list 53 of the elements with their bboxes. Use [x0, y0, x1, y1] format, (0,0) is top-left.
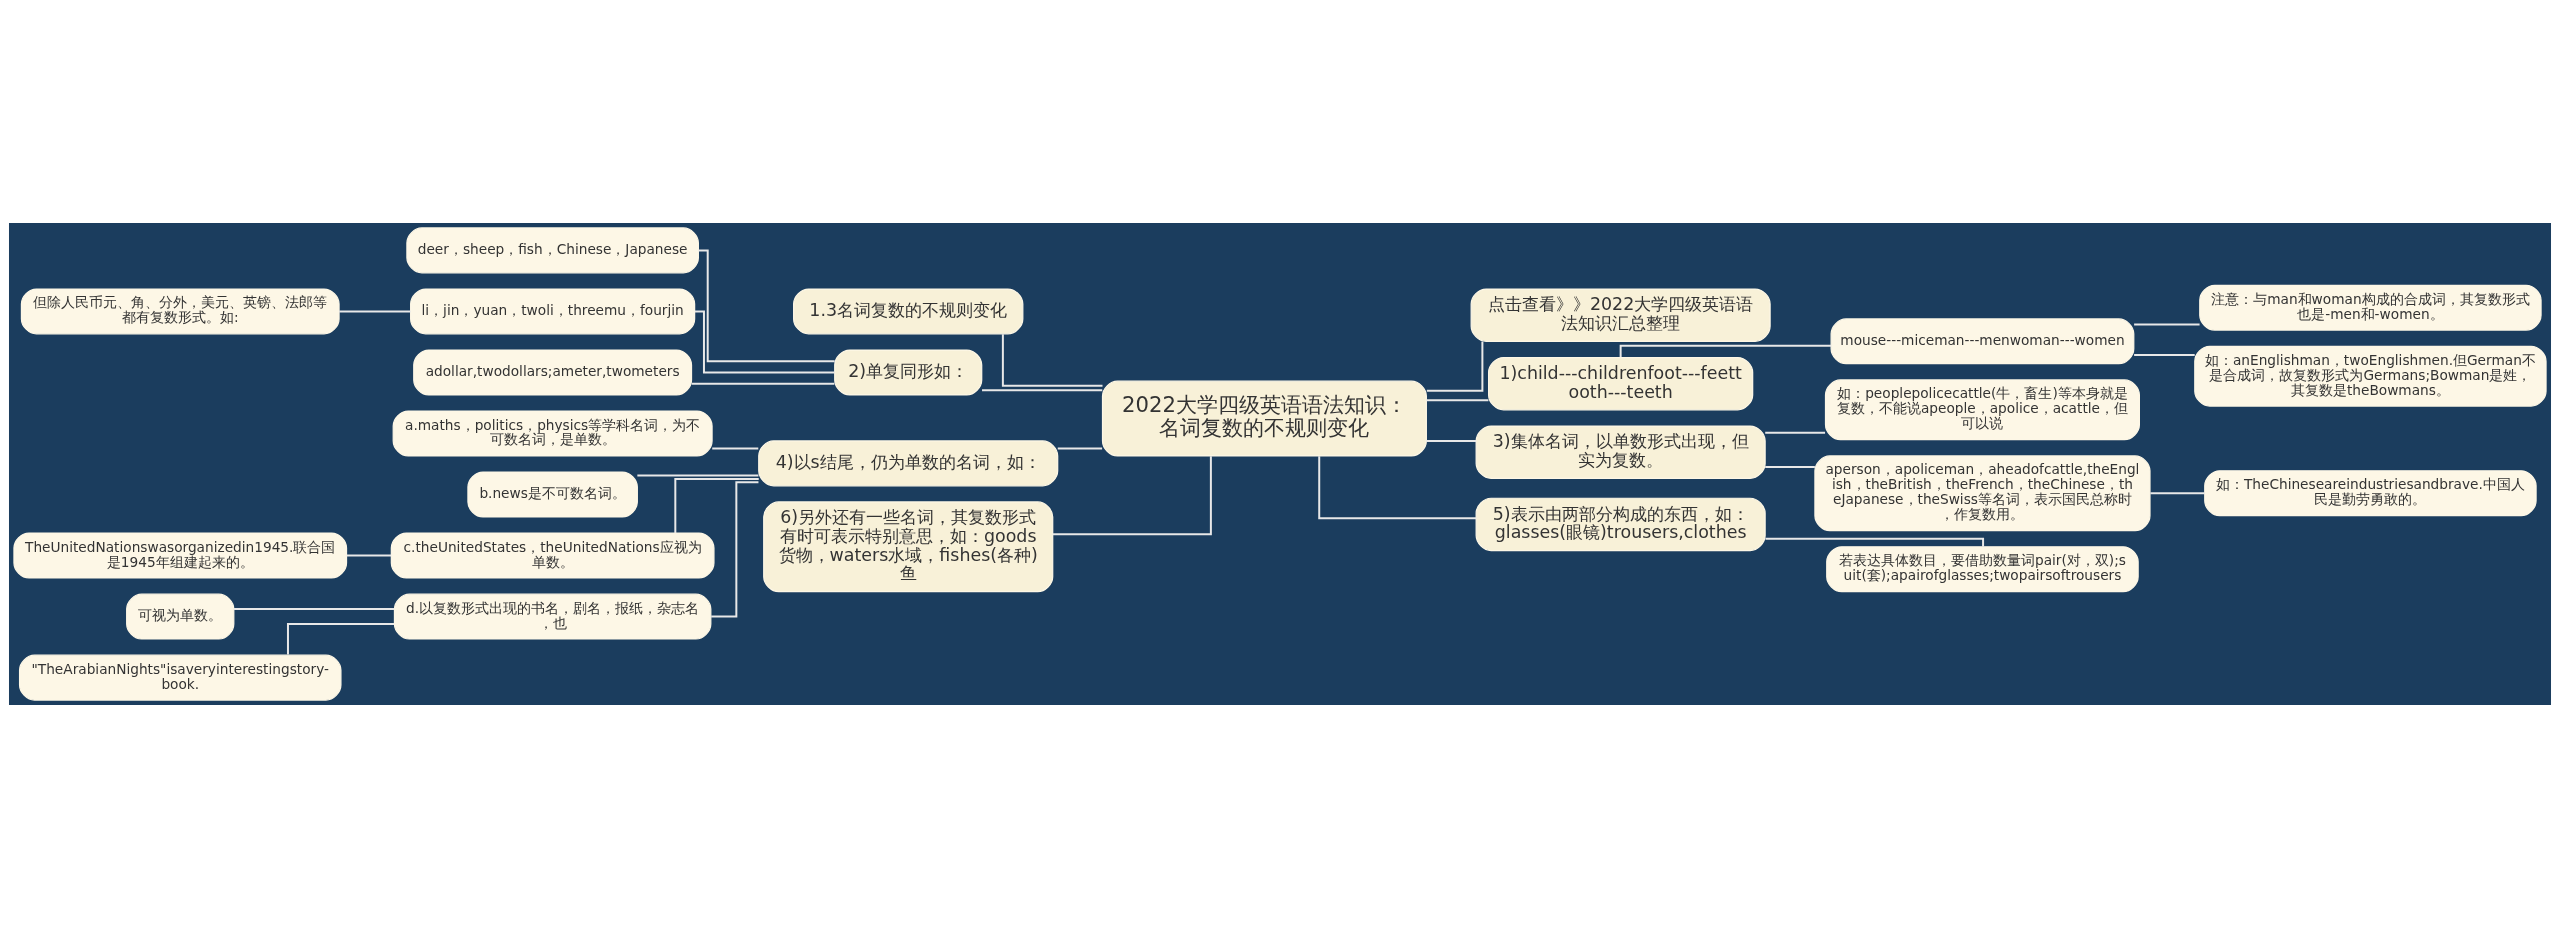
connector [338, 309, 412, 312]
connector [1425, 398, 1490, 401]
connector [636, 474, 760, 476]
node-box: 4)以s结尾，仍为单数的名词，如： [758, 439, 1059, 486]
connector [1764, 431, 1827, 434]
connector [710, 480, 760, 618]
node-box: 5)表示由两部分构成的东西，如：glasses(眼镜)trousers,clothes [1475, 497, 1766, 551]
node-box: adollar,twodollars;ameter,twometers [413, 348, 693, 395]
connector [1619, 344, 1833, 358]
connector [2133, 353, 2196, 356]
connector [1051, 454, 1212, 535]
node-box: 6)另外还有一些名词，其复数形式有时可表示特别意思，如：goods货物，waters水域，fishes(各种)鱼 [763, 500, 1054, 592]
node-box: TheUnitedNationswasorganizedin1945.联合国是1945年组建起来的。 [13, 532, 348, 579]
node-box: "TheArabianNights"isaveryinterestingstory-book. [18, 654, 342, 701]
node-box: 如：TheChineseareindustriesandbrave.中国人民是勤劳勇敢的。 [2204, 469, 2537, 516]
node-box: c.theUnitedStates，theUnitedNations应视为单数。 [390, 532, 715, 579]
connector [674, 477, 760, 534]
connector [2149, 491, 2206, 494]
node-box: 2022大学四级英语语法知识：名词复数的不规则变化 [1101, 380, 1427, 457]
node-box: 3)集体名词，以单数形式出现，但实为复数。 [1475, 424, 1766, 479]
node-box: 如：anEnglishman，twoEnglishmen.但German不是合成词，故复数形式为Germans;Bowman是姓，其复数是theBowmans。 [2194, 345, 2547, 407]
connector [697, 248, 836, 362]
node-box: 但除人民币元、角、分外，美元、英镑、法郎等都有复数形式。如: [20, 287, 340, 334]
node-box: 如：peoplepolicecattle(牛，畜生)等本身就是复数，不能说apeople，apolice，acattle，但可以说 [1824, 378, 2140, 440]
node-box: b.news是不可数名词。 [467, 470, 638, 518]
connector [711, 446, 760, 449]
node-box: 注意：与man和woman构成的合成词，其复数形式也是-men和-women。 [2199, 284, 2542, 331]
node-box: 可视为单数。 [126, 593, 235, 640]
node-box: li，jin，yuan，twoli，threemu，fourjin [410, 287, 696, 334]
node-box: deer，sheep，fish，Chinese，Japanese [406, 226, 699, 273]
connector [690, 382, 836, 385]
node-box: 1.3名词复数的不规则变化 [793, 287, 1024, 334]
node-box: aperson，apoliceman，aheadofcattle,theEnglish，theBritish，theFrench，theChinese，theJapanese，theSwiss等名词，表示国民总称时，作复数用。 [1814, 454, 2151, 531]
connector [1425, 439, 1477, 442]
connector [345, 554, 393, 557]
connector [1764, 465, 1816, 468]
connector [1425, 340, 1484, 392]
node-box: d.以复数形式出现的书名，剧名，报纸，杂志名，也 [393, 593, 712, 640]
connector [1001, 332, 1104, 387]
node-box: 点击查看》》2022大学四级英语语法知识汇总整理 [1470, 287, 1771, 342]
connector [693, 309, 836, 373]
connector [233, 607, 396, 610]
node-box: a.maths，politics，physics等学科名词，为不可数名词，是单数。 [392, 409, 713, 457]
connector [287, 622, 396, 656]
connector [2133, 323, 2201, 325]
connector [981, 388, 1104, 391]
node-box: mouse---miceman---menwoman---women [1830, 317, 2135, 364]
node-box: 2)单复同形如： [834, 348, 983, 395]
node-box: 若表达具体数目，要借助数量词pair(对，双);suit(套);apairofglasses;twopairsoftrousers [1826, 545, 2139, 592]
connector [1318, 454, 1478, 519]
connector [1764, 537, 1985, 548]
connector [1056, 446, 1104, 449]
node-box: 1)child---childrenfoot---feettooth---teeth [1488, 356, 1754, 410]
